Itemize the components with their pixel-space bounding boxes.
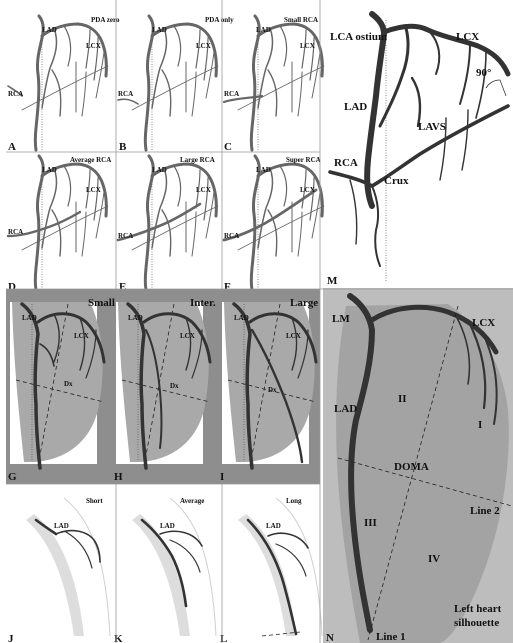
panel-m-rca: RCA (334, 157, 358, 169)
panel-n-lm: LM (332, 313, 350, 325)
panel-c: Small RCA LAD LCX RCA C (224, 16, 324, 153)
panel-h: Inter. LAD LCX Dx H (114, 297, 216, 483)
panel-d-rca: RCA (8, 228, 23, 236)
panel-a: PDA zero LAD LCX RCA A (8, 16, 120, 153)
panel-j: LAD Short J (8, 497, 110, 643)
panel-a-letter: A (8, 141, 16, 153)
panel-a-rca: RCA (8, 90, 23, 98)
panel-i-letter: I (220, 471, 224, 483)
panel-e-rca: RCA (118, 232, 133, 240)
panel-m-lavs: LAVS (418, 121, 446, 133)
panel-n-region-i: I (478, 419, 482, 431)
panel-n-line2: Line 2 (470, 505, 500, 517)
panel-h-lcx: LCX (180, 332, 195, 340)
panel-c-lad: LAD (256, 26, 271, 34)
panel-h-letter: H (114, 471, 123, 483)
panel-b-title: PDA only (205, 16, 234, 24)
panel-d: Average RCA LAD LCX RCA D (8, 156, 111, 293)
panel-c-letter: C (224, 141, 232, 153)
panel-n-lad: LAD (334, 403, 357, 415)
panel-g-title: Small (88, 297, 115, 309)
panel-n-region-iii: III (364, 517, 377, 529)
panel-g-dx: Dx (64, 380, 73, 388)
panel-h-lad: LAD (128, 314, 143, 322)
panel-m-letter: M (327, 275, 338, 287)
panel-c-lcx: LCX (300, 42, 315, 50)
panel-i-dx: Dx (268, 386, 277, 394)
panel-n-lcx: LCX (472, 317, 495, 329)
panel-i: Large LAD LCX Dx I (220, 297, 318, 483)
panel-e-lcx: LCX (196, 186, 211, 194)
panel-g-letter: G (8, 471, 17, 483)
panel-b-letter: B (119, 141, 127, 153)
panel-h-dx: Dx (170, 382, 179, 390)
panel-m-lad: LAD (344, 101, 367, 113)
panel-e-title: Large RCA (180, 156, 215, 164)
panel-n: LM LCX LAD DOMA Line 2 Line 1 Left heart… (323, 288, 513, 643)
panel-e: Large RCA LAD LCX RCA E (118, 156, 218, 293)
panel-i-lcx: LCX (286, 332, 301, 340)
panel-n-silhouette-line2: silhouette (454, 617, 499, 629)
panel-m-lcx: LCX (456, 31, 479, 43)
panel-j-lad: LAD (54, 522, 69, 530)
panel-d-lcx: LCX (86, 186, 101, 194)
panel-b: PDA only LAD LCX RCA B (118, 16, 234, 153)
panel-m: LCA ostium LCX 90° LAD LAVS RCA Crux M (327, 14, 508, 287)
panel-d-title: Average RCA (70, 156, 111, 164)
panel-i-title: Large (290, 297, 318, 309)
panel-f-rca: RCA (224, 232, 239, 240)
panel-m-angle: 90° (476, 67, 491, 79)
panel-c-title: Small RCA (284, 16, 318, 24)
panel-l-title: Long (286, 497, 302, 505)
panel-m-ostium: LCA ostium (330, 31, 387, 43)
panel-k-lad: LAD (160, 522, 175, 530)
panel-f-title: Super RCA (286, 156, 321, 164)
panel-b-lad: LAD (152, 26, 167, 34)
panel-a-lcx: LCX (86, 42, 101, 50)
panel-i-lad: LAD (234, 314, 249, 322)
panel-f: Super RCA LAD LCX RCA F (224, 156, 324, 293)
panel-k-title: Average (180, 497, 204, 505)
panel-n-region-iv: IV (428, 553, 440, 565)
panel-f-lad: LAD (256, 166, 271, 174)
panel-k-letter: K (114, 633, 123, 643)
panel-g-lad: LAD (22, 314, 37, 322)
panel-f-lcx: LCX (300, 186, 315, 194)
panel-a-lad: LAD (42, 26, 57, 34)
panel-j-title: Short (86, 497, 103, 505)
panel-n-doma: DOMA (394, 461, 429, 473)
panel-e-lad: LAD (152, 166, 167, 174)
panel-l-lad: LAD (266, 522, 281, 530)
panel-d-lad: LAD (42, 166, 57, 174)
panel-b-rca: RCA (118, 90, 133, 98)
panel-l: LAD Long L (220, 497, 322, 643)
panel-n-silhouette-line1: Left heart (454, 603, 502, 615)
panel-c-rca: RCA (224, 90, 239, 98)
panel-n-region-ii: II (398, 393, 407, 405)
panel-l-letter: L (220, 633, 227, 643)
panel-h-title: Inter. (190, 297, 216, 309)
panel-k: LAD Average K (114, 497, 216, 643)
panel-n-line1: Line 1 (376, 631, 406, 643)
panel-j-letter: J (8, 633, 14, 643)
panel-n-letter: N (326, 632, 334, 643)
panel-m-crux: Crux (384, 175, 409, 187)
panel-b-lcx: LCX (196, 42, 211, 50)
panel-g-lcx: LCX (74, 332, 89, 340)
